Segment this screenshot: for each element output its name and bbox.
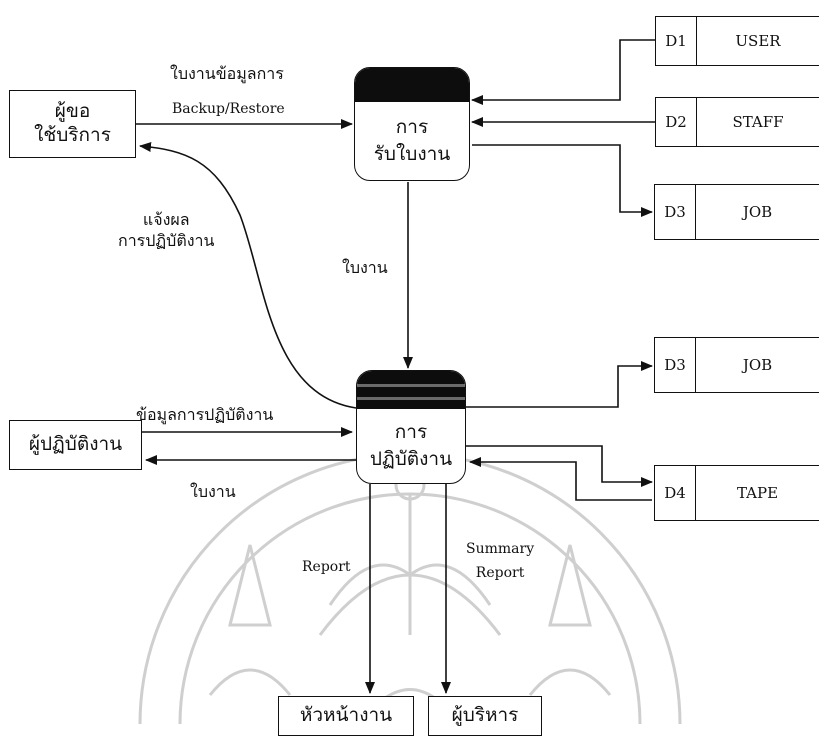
process-operate: การ ปฏิบัติงาน — [356, 370, 466, 484]
datastore-d1: D1 USER — [655, 16, 819, 66]
entity-supervisor: หัวหน้างาน — [278, 696, 414, 736]
flow-notify-curve — [140, 146, 356, 408]
entity-operator: ผู้ปฏิบัติงาน — [9, 420, 142, 470]
flow-label-summary-line2: Report — [466, 564, 534, 582]
flow-to-d4-arrow — [464, 446, 652, 482]
datastore-d3-id: D3 — [655, 185, 696, 239]
flow-to-d3b-arrow — [464, 366, 652, 407]
entity-requester-line1: ผู้ขอ — [55, 100, 91, 124]
process-operate-body: การ ปฏิบัติงาน — [357, 409, 465, 483]
flow-to-d3-arrow — [472, 145, 652, 212]
flow-from-d4-arrow — [470, 462, 652, 500]
process-operate-line1: การ — [395, 419, 427, 446]
flow-d1-arrow — [472, 40, 655, 100]
process-receive-header — [355, 68, 469, 102]
process-receive-body: การ รับใบงาน — [355, 102, 469, 180]
flow-label-job-sheet: ใบงาน — [342, 258, 388, 279]
datastore-d3: D3 JOB — [654, 184, 819, 240]
flow-label-request-th: ใบงานข้อมูลการ — [170, 64, 284, 85]
flow-label-notify-line1: แจ้งผล — [118, 210, 214, 231]
flow-label-summary-report: Summary Report — [466, 540, 534, 582]
entity-requester-line2: ใช้บริการ — [34, 124, 111, 148]
datastore-d3-second-name: JOB — [696, 338, 819, 392]
process-receive-job: การ รับใบงาน — [354, 67, 470, 181]
datastore-d3-second-id: D3 — [655, 338, 696, 392]
flow-label-report: Report — [302, 558, 351, 576]
flow-label-job-sheet-back: ใบงาน — [190, 482, 236, 503]
entity-requester: ผู้ขอ ใช้บริการ — [9, 90, 136, 158]
datastore-d1-id: D1 — [656, 17, 697, 65]
datastore-d3-second: D3 JOB — [654, 337, 819, 393]
datastore-d2-name: STAFF — [697, 98, 819, 146]
process-operate-header — [357, 371, 465, 409]
flow-label-request-en: Backup/Restore — [172, 100, 285, 118]
flow-label-operation-data: ข้อมูลการปฏิบัติงาน — [136, 405, 273, 426]
entity-executive: ผู้บริหาร — [428, 696, 542, 736]
datastore-d4-id: D4 — [655, 466, 696, 520]
entity-executive-label: ผู้บริหาร — [452, 704, 519, 728]
process-receive-line2: รับใบงาน — [374, 141, 451, 168]
process-operate-line2: ปฏิบัติงาน — [370, 446, 452, 473]
flow-label-notify-line2: การปฏิบัติงาน — [118, 231, 214, 252]
datastore-d1-name: USER — [697, 17, 819, 65]
flow-label-summary-line1: Summary — [466, 540, 534, 558]
datastore-d2-id: D2 — [656, 98, 697, 146]
datastore-d3-name: JOB — [696, 185, 819, 239]
flow-label-notify: แจ้งผล การปฏิบัติงาน — [118, 210, 214, 252]
datastore-d2: D2 STAFF — [655, 97, 819, 147]
entity-operator-label: ผู้ปฏิบัติงาน — [29, 433, 122, 457]
datastore-d4: D4 TAPE — [654, 465, 819, 521]
process-receive-line1: การ — [396, 114, 428, 141]
entity-supervisor-label: หัวหน้างาน — [300, 704, 392, 728]
datastore-d4-name: TAPE — [696, 466, 819, 520]
